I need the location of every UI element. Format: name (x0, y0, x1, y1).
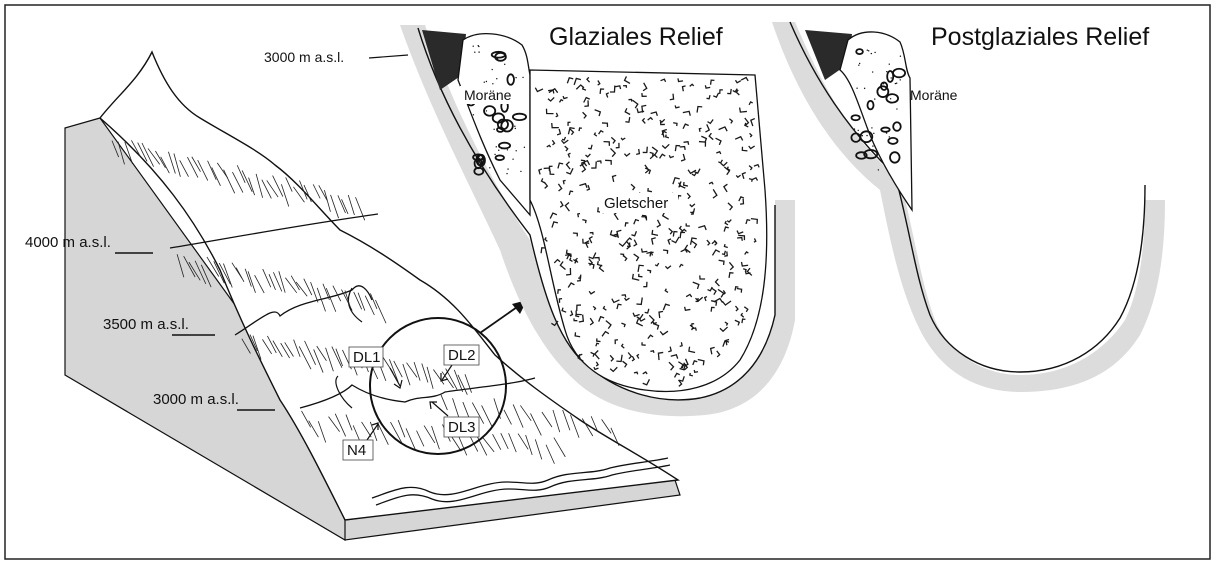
moraine-grain (497, 58, 498, 59)
moraine-grain (504, 64, 505, 65)
postglacial-moraine-label: Moräne (910, 87, 958, 103)
moraine-grain (491, 69, 492, 70)
moraine-grain (515, 128, 516, 129)
moraine-grain (494, 154, 495, 155)
moraine-grain (493, 129, 494, 130)
moraine-grain (515, 150, 516, 151)
glacier-label: Gletscher (604, 195, 668, 212)
moraine-grain (867, 49, 868, 50)
moraine-grain (900, 55, 901, 56)
moraine-grain (856, 88, 857, 89)
moraine-grain (492, 83, 493, 84)
moraine-grain (858, 64, 859, 65)
moraine-grain (473, 45, 474, 46)
moraine-grain (478, 51, 479, 52)
moraine-grain (896, 82, 897, 83)
moraine-grain (873, 133, 874, 134)
moraine-grain (868, 50, 869, 51)
moraine-grain (872, 145, 873, 146)
dl2-label: DL2 (448, 347, 476, 364)
moraine-grain (889, 136, 890, 137)
moraine-grain (514, 126, 515, 127)
moraine-grain (874, 98, 875, 99)
dl3-label: DL3 (448, 419, 476, 436)
elevation-label-3500: 3500 m a.s.l. (103, 316, 189, 333)
moraine-grain (883, 83, 884, 84)
dl1-label: DL1 (353, 349, 381, 366)
moraine-grain (871, 127, 872, 128)
moraine-grain (858, 134, 859, 135)
moraine-grain (878, 169, 879, 170)
moraine-grain (478, 45, 479, 46)
moraine-grain (524, 147, 525, 148)
n4-label: N4 (347, 442, 366, 459)
moraine-grain (496, 146, 497, 147)
moraine-grain (890, 77, 891, 78)
moraine-grain (496, 78, 497, 79)
moraine-grain (859, 63, 860, 64)
moraine-grain (890, 98, 891, 99)
moraine-grain (486, 110, 487, 111)
moraine-grain (895, 83, 896, 84)
moraine-grain (473, 114, 474, 115)
moraine-grain (484, 82, 485, 83)
moraine-grain (506, 173, 507, 174)
moraine-grain (866, 135, 867, 136)
moraine-grain (520, 171, 521, 172)
postglacial-title: Postglaziales Relief (931, 23, 1149, 51)
glacial-elevation-label: 3000 m a.s.l. (264, 49, 344, 65)
glacial-title: Glaziales Relief (549, 23, 723, 51)
moraine-grain (489, 167, 490, 168)
moraine-grain (871, 53, 872, 54)
moraine-grain (854, 128, 855, 129)
elevation-label-4000: 4000 m a.s.l. (25, 234, 111, 251)
moraine-grain (874, 52, 875, 53)
moraine-grain (862, 135, 863, 136)
elevation-label-3000: 3000 m a.s.l. (153, 391, 239, 408)
moraine-grain (486, 81, 487, 82)
glacial-moraine-label: Moräne (464, 87, 512, 103)
moraine-grain (872, 71, 873, 72)
moraine-grain (498, 150, 499, 151)
moraine-grain (515, 77, 516, 78)
moraine-grain (507, 149, 508, 150)
moraine-grain (864, 88, 865, 89)
moraine-grain (896, 108, 897, 109)
moraine-grain (886, 132, 887, 133)
moraine-grain (507, 168, 508, 169)
moraine-grain (474, 51, 475, 52)
moraine-grain (858, 130, 859, 131)
moraine-grain (886, 71, 887, 72)
moraine-grain (853, 115, 854, 116)
moraine-grain (900, 79, 901, 80)
moraine-grain (889, 63, 890, 64)
moraine-grain (522, 77, 523, 78)
moraine-grain (501, 148, 502, 149)
moraine-grain (512, 158, 513, 159)
